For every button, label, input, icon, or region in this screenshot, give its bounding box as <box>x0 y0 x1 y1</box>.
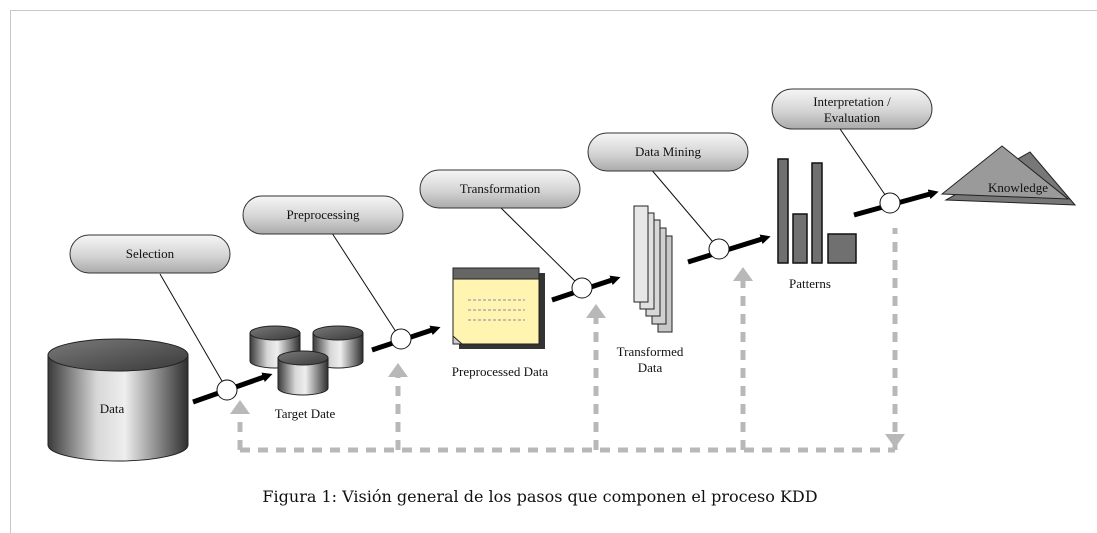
step-connectors <box>159 125 891 389</box>
feedback-loops <box>237 228 898 453</box>
step-preprocessing: Preprocessing <box>242 195 404 235</box>
data-mining-label: Data Mining <box>635 144 702 159</box>
figure-caption: Figura 1: Visión general de los pasos qu… <box>262 487 817 506</box>
knowledge-pyramid-icon <box>940 145 1077 206</box>
interpretation-label-line1: Interpretation / <box>813 94 891 109</box>
preprocessing-label: Preprocessing <box>287 207 360 222</box>
target-data-cylinders-icon <box>249 325 364 396</box>
patterns-label: Patterns <box>789 276 831 291</box>
transformed-data-label-line1: Transformed <box>617 344 684 359</box>
step-transformation: Transformation <box>419 169 581 209</box>
selection-label: Selection <box>126 246 175 261</box>
interpretation-label-line2: Evaluation <box>824 110 881 125</box>
transformation-label: Transformation <box>460 181 541 196</box>
target-data-label: Target Date <box>275 406 336 421</box>
transformed-data-label-line2: Data <box>638 360 663 375</box>
feedback-arrowheads <box>230 267 905 448</box>
data-label: Data <box>100 401 125 416</box>
step-data-mining: Data Mining <box>587 132 749 172</box>
step-interpretation: Interpretation / Evaluation <box>771 88 933 130</box>
knowledge-label: Knowledge <box>988 180 1048 195</box>
preprocessed-data-document-icon <box>452 267 545 349</box>
transformed-data-stack-icon <box>633 205 673 333</box>
patterns-bars-icon <box>777 158 857 264</box>
preprocessed-data-label: Preprocessed Data <box>452 364 549 379</box>
step-selection: Selection <box>69 234 231 274</box>
figure-frame <box>10 10 1097 533</box>
data-cylinder-icon <box>47 338 189 462</box>
step-connector-circles <box>216 192 901 401</box>
